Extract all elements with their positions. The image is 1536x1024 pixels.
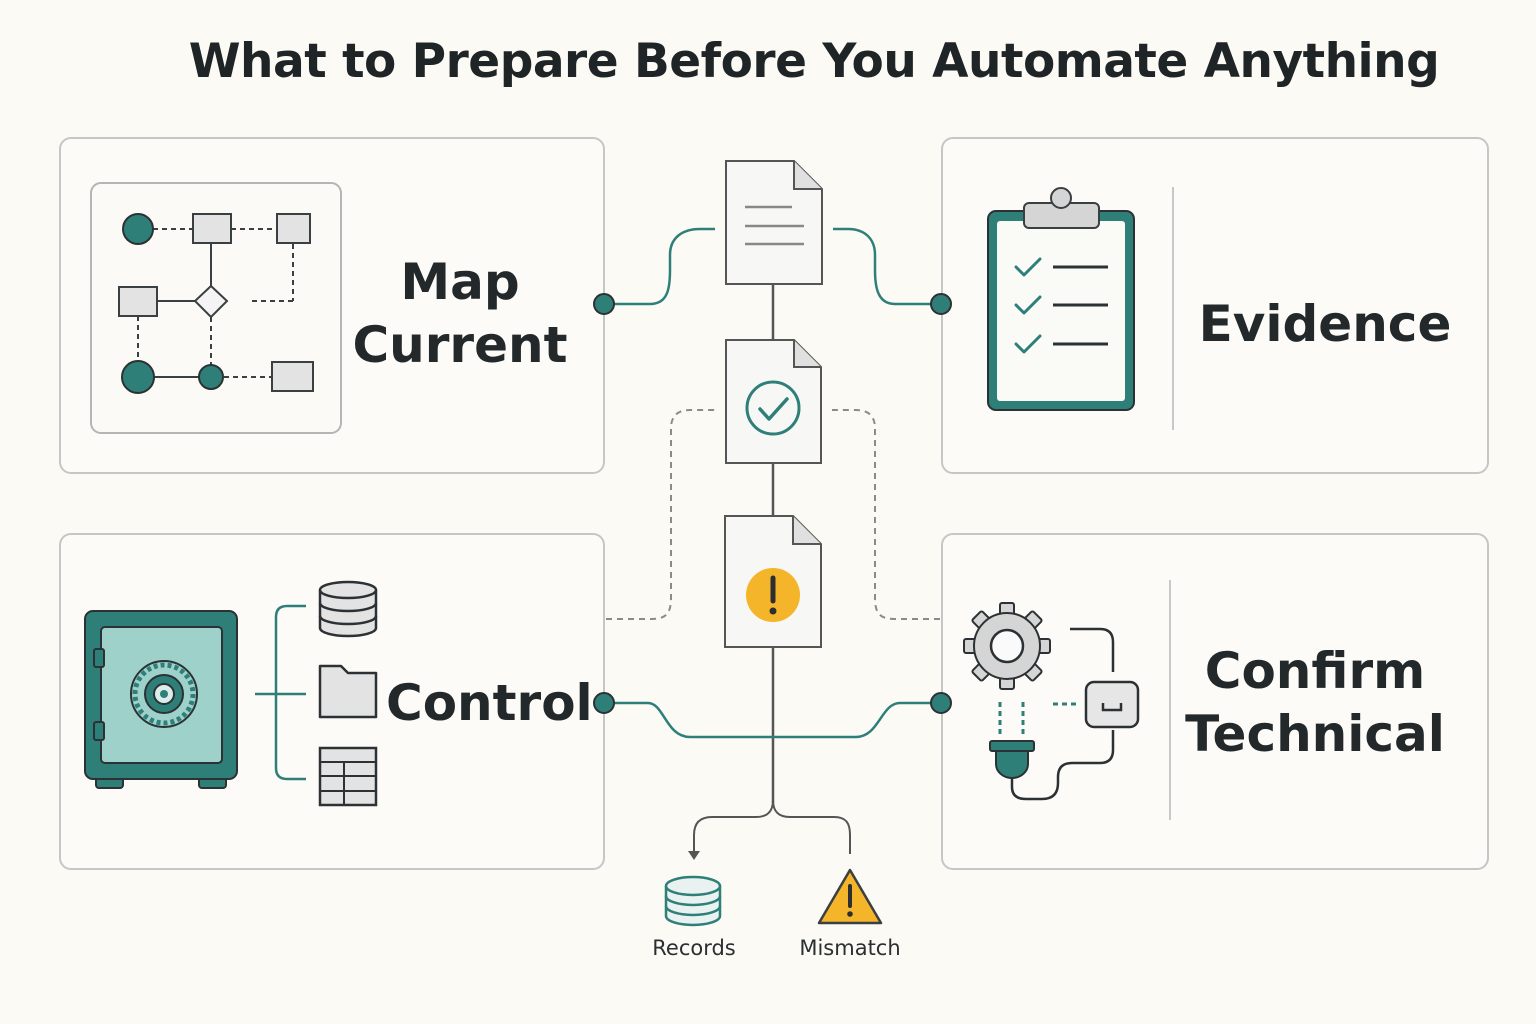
document-warning-icon [724, 515, 822, 648]
map-current-label: Map Current [345, 251, 575, 377]
clipboard-checklist-icon [987, 187, 1135, 411]
spreadsheet-icon [318, 746, 378, 807]
safe-icon [84, 610, 238, 789]
confirm-technical-label: Confirm Technical [1180, 640, 1450, 766]
folder-icon [318, 664, 378, 719]
document-check-icon [725, 339, 822, 464]
plug-icon [989, 702, 1115, 801]
socket-icon [1053, 627, 1140, 729]
document-icon [725, 160, 823, 285]
evidence-label: Evidence [1198, 295, 1452, 353]
process-map-icon [90, 182, 342, 434]
control-label: Control [386, 674, 593, 732]
map-current-line1: Map [400, 253, 520, 311]
records-database-icon [664, 875, 722, 927]
control-bracket [255, 604, 306, 781]
warning-triangle-icon [817, 868, 883, 925]
panel-confirm-technical [941, 533, 1489, 870]
confirm-technical-line2: Technical [1185, 705, 1445, 763]
center-connectors [604, 227, 941, 860]
gear-icon [963, 602, 1051, 690]
mismatch-label: Mismatch [799, 936, 901, 960]
map-current-line2: Current [352, 316, 568, 374]
records-label: Records [652, 936, 736, 960]
database-icon [318, 580, 378, 638]
confirm-technical-line1: Confirm [1204, 642, 1426, 700]
connector-dots [593, 293, 952, 714]
page-title: What to Prepare Before You Automate Anyt… [188, 34, 1440, 89]
